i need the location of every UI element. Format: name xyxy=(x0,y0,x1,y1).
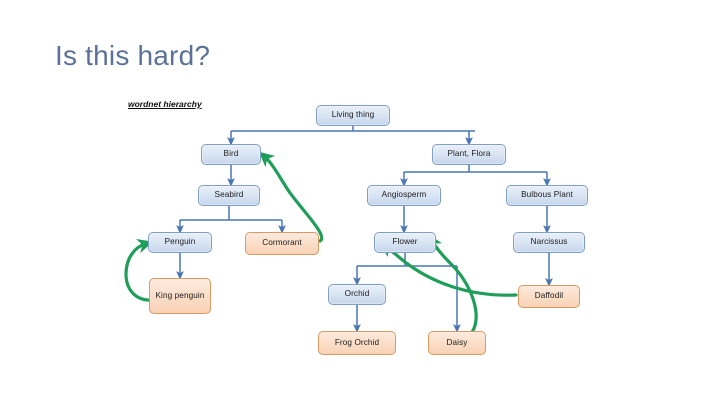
node-angiosperm[interactable]: Angiosperm xyxy=(367,185,441,206)
node-label: Penguin xyxy=(164,237,196,247)
node-label: Cormorant xyxy=(262,238,302,248)
node-label: Bird xyxy=(223,149,239,159)
node-bird[interactable]: Bird xyxy=(201,144,261,165)
node-label: Narcissus xyxy=(530,237,568,247)
diagram-caption: wordnet hierarchy xyxy=(128,99,202,109)
page-title: Is this hard? xyxy=(55,40,211,71)
node-penguin[interactable]: Penguin xyxy=(148,232,212,253)
node-label: Daffodil xyxy=(534,291,564,301)
node-label: Orchid xyxy=(344,289,370,299)
node-label: Daisy xyxy=(446,337,468,347)
node-daffodil[interactable]: Daffodil xyxy=(518,285,580,308)
link-cormorant-to-bird xyxy=(258,151,324,243)
node-frog-orchid[interactable]: Frog Orchid xyxy=(318,331,396,355)
node-daisy[interactable]: Daisy xyxy=(428,331,486,355)
node-living-thing[interactable]: Living thing xyxy=(316,105,390,126)
node-orchid[interactable]: Orchid xyxy=(328,284,386,305)
node-label: Angiosperm xyxy=(381,190,427,200)
link-kingpenguin-to-penguin xyxy=(124,238,154,302)
link-daisy-to-flower xyxy=(427,233,478,340)
node-label: Flower xyxy=(392,237,418,247)
node-bulbous-plant[interactable]: Bulbous Plant xyxy=(506,185,588,206)
node-label: Frog Orchid xyxy=(334,337,380,347)
node-label: Bulbous Plant xyxy=(521,190,573,200)
node-narcissus[interactable]: Narcissus xyxy=(513,232,585,253)
node-label: Seabird xyxy=(214,190,244,200)
node-cormorant[interactable]: Cormorant xyxy=(245,232,319,255)
node-label: King penguin xyxy=(155,290,205,300)
node-flower[interactable]: Flower xyxy=(374,232,436,253)
node-king-penguin[interactable]: King penguin xyxy=(149,278,211,314)
node-seabird[interactable]: Seabird xyxy=(198,185,260,206)
node-label: Living thing xyxy=(331,110,375,120)
node-plant-flora[interactable]: Plant, Flora xyxy=(432,144,506,165)
tree-edge-group xyxy=(176,126,553,333)
node-label: Plant, Flora xyxy=(447,149,491,159)
